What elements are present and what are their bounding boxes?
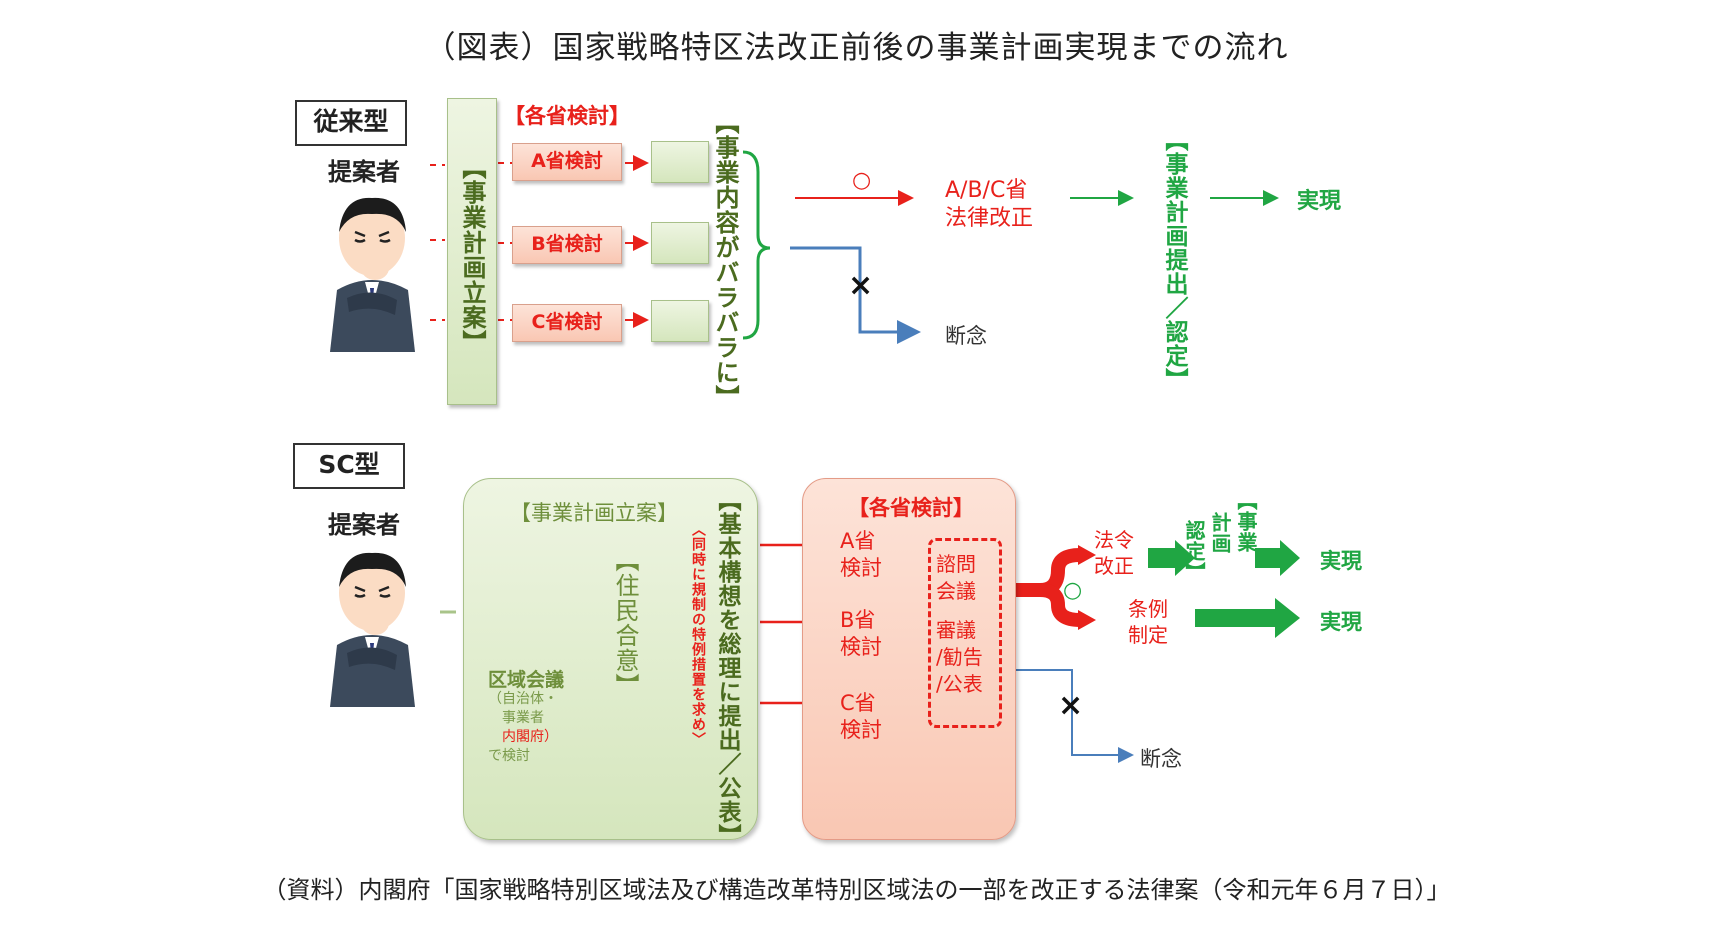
trad-cross-mark: ×	[848, 268, 874, 303]
sc-review-c-2: 検討	[840, 718, 882, 742]
trad-dashes	[430, 162, 512, 321]
trad-proposer-label: 提案者	[328, 158, 400, 186]
sc-regional-note-2: 事業者	[502, 710, 544, 726]
sc-approve-col2: 計画	[1208, 512, 1232, 554]
trad-result-box-a	[651, 141, 709, 183]
sc-deliberation-2: 会議	[936, 579, 976, 603]
trad-ministry-review-header: 【各省検討】	[504, 104, 630, 128]
sc-realization-1: 実現	[1320, 549, 1362, 573]
sc-deliberation-text: 諮問 会議 審議 /勧告 /公表	[936, 551, 983, 698]
sc-ordinance-1: 条例	[1128, 597, 1168, 621]
trad-person-illustration	[325, 190, 420, 352]
sc-special-measures: 〈同時に規制の特例措置を求め〉	[690, 522, 706, 747]
trad-abandon: 断念	[945, 324, 987, 348]
sc-regional-note-3: 内閣府）	[502, 729, 558, 745]
sc-approve-col1: 【事業	[1234, 490, 1258, 553]
sc-plan-drafting-header: 【事業計画立案】	[510, 501, 678, 525]
sc-deliberation-4: /勧告	[936, 645, 983, 669]
trad-review-c: C省検討	[512, 304, 622, 342]
sc-deliberation-box	[928, 538, 1002, 728]
trad-result-box-b	[651, 222, 709, 264]
sc-regional-council: 区域会議	[488, 669, 565, 691]
sc-law-revision: 法令 改正	[1094, 527, 1134, 579]
sc-regional-note-1: （自治体・	[488, 691, 558, 707]
sc-ordinance: 条例 制定	[1128, 596, 1168, 648]
sc-ordinance-2: 制定	[1128, 623, 1168, 647]
sc-deliberation-1: 諮問	[936, 552, 976, 576]
sc-approve-col3: 認定】	[1182, 520, 1206, 583]
source-note: （資料）内閣府「国家戦略特別区域法及び構造改革特別区域法の一部を改正する法律案（…	[262, 876, 1451, 904]
sc-abandon: 断念	[1140, 747, 1182, 771]
sc-regional-note-4: で検討	[488, 748, 530, 764]
sc-plan-panel	[463, 478, 758, 840]
trad-submit-approve-label: 【事業計画提出／認定】	[1161, 128, 1187, 392]
trad-circle-mark: ○	[852, 168, 872, 193]
sc-review-a: A省 検討	[840, 528, 882, 582]
trad-plan-drafting-label: 【事業計画立案】	[458, 155, 486, 355]
type-label-traditional: 従来型	[295, 100, 407, 146]
sc-cross-mark: ×	[1058, 688, 1084, 723]
sc-review-c: C省 検討	[840, 690, 882, 744]
sc-proposer-label: 提案者	[328, 511, 400, 539]
sc-basic-concept: 【基本構想を総理に提出／公表】	[714, 488, 740, 848]
trad-brace	[742, 150, 771, 340]
sc-realization-2: 実現	[1320, 610, 1362, 634]
trad-review-b: B省検討	[512, 226, 622, 264]
trad-law-revision-line2: 法律改正	[945, 206, 1034, 231]
sc-regional-note: （自治体・ 事業者 内閣府） で検討	[488, 690, 558, 766]
sc-review-b-2: 検討	[840, 635, 882, 659]
sc-circle-mark: ○	[1063, 578, 1083, 603]
type-label-sc: SC型	[293, 443, 405, 489]
trad-realization: 実現	[1297, 189, 1342, 214]
trad-review-a: A省検討	[512, 143, 622, 181]
trad-plan-drafting-box	[447, 98, 497, 405]
sc-review-a-1: A省	[840, 529, 876, 553]
trad-scattered-label: 【事業内容がバラバラに】	[711, 110, 739, 410]
sc-review-c-1: C省	[840, 691, 876, 715]
trad-law-revision: A/B/C省 法律改正	[945, 177, 1033, 233]
sc-resident-consensus: 【住民合意】	[611, 548, 639, 698]
sc-review-b: B省 検討	[840, 607, 882, 661]
sc-law-revision-1: 法令	[1094, 528, 1134, 552]
sc-review-b-1: B省	[840, 608, 876, 632]
sc-law-revision-2: 改正	[1094, 554, 1134, 578]
sc-deliberation-5: /公表	[936, 672, 983, 696]
sc-person-illustration	[325, 545, 420, 707]
sc-deliberation-3: 審議	[936, 618, 976, 642]
figure-title: （図表）国家戦略特区法改正前後の事業計画実現までの流れ	[424, 30, 1289, 66]
trad-review-arrows	[625, 155, 649, 328]
sc-ministry-review-header: 【各省検討】	[848, 496, 974, 520]
trad-result-box-c	[651, 300, 709, 342]
sc-review-a-2: 検討	[840, 556, 882, 580]
trad-law-revision-line1: A/B/C省	[945, 178, 1028, 203]
